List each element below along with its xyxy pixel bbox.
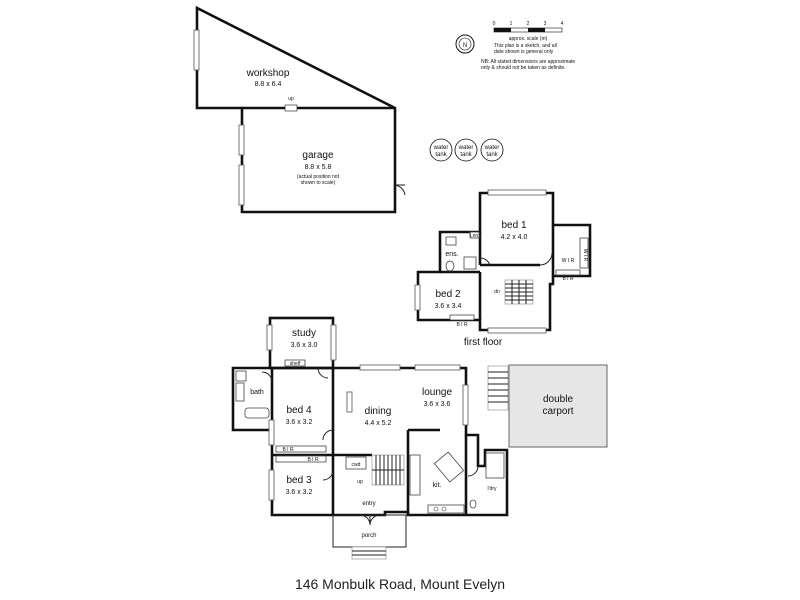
dining-dimensions: 4.4 x 5.2 [365,420,392,427]
garage-label: garage [302,150,334,161]
lounge-label: lounge [422,387,452,398]
ground-floor: shelf study 3.6 x 3.0 bath B I R B I R b… [231,316,509,560]
note-line-2: date shown is general only [494,49,554,55]
first-floor: dn Lnn ens. W I R W I R B I R B I R bed … [414,189,592,334]
bathtub-icon [244,407,270,419]
bed4-label: bed 4 [286,405,311,416]
bed3-dimensions: 3.6 x 3.2 [286,489,313,496]
bed2-dimensions: 3.6 x 3.4 [435,303,462,310]
water-tank: water tank [454,138,478,162]
scale-tick-2: 2 [527,21,530,27]
basin-icon [445,236,457,246]
toilet-icon [235,382,245,402]
first-floor-label: first floor [464,337,503,348]
scale-label: approx. scale (m) [509,36,548,42]
kitchen-label: kit. [433,482,442,489]
svg-text:tank: tank [486,152,498,158]
study-dimensions: 3.6 x 3.0 [291,342,318,349]
property-address: 146 Monbulk Road, Mount Evelyn [295,576,505,592]
svg-text:tank: tank [460,152,472,158]
laundry-label: l'dry [487,486,497,492]
scale-tick-0: 0 [493,21,496,27]
garage-dimensions: 8.8 x 5.8 [305,164,332,171]
wir-label: W I R [582,249,588,262]
shelf-label: shelf [290,361,301,367]
entry-label: entry [362,501,375,507]
bed2-bir-label: B I R [456,322,468,328]
scale-tick-3: 3 [544,21,547,27]
outbuilding: up workshop 8.8 x 6.4 garage 8.8 x 5.8 (… [193,5,406,214]
ground-floor-stairs [371,454,405,486]
water-tank: water tank [429,138,453,162]
workshop-up-label: up [288,96,294,102]
wir-label-2: W I R [562,258,575,264]
note-line-3: NB: All stated dimensions are approximat… [481,59,575,65]
north-label: N [463,43,467,49]
external-stairs [487,365,509,411]
scale-bar: 0 1 2 3 4 approx. scale (m) [493,21,564,42]
bath-label: bath [250,389,264,396]
scale-tick-4: 4 [561,21,564,27]
shower-icon [463,256,477,270]
carport-label-1: double [543,394,573,405]
bed4-dimensions: 3.6 x 3.2 [286,419,313,426]
dining-label: dining [365,406,392,417]
scale-tick-1: 1 [510,21,513,27]
first-floor-dn-label: dn [494,289,500,295]
double-carport: double carport [508,364,608,448]
cwd-label: cwd [352,462,361,468]
svg-text:water: water [458,145,474,151]
workshop-dimensions: 8.8 x 6.4 [255,81,282,88]
toilet-icon [445,260,455,272]
porch-label: porch [361,533,376,539]
bed3-label: bed 3 [286,475,311,486]
study-label: study [292,328,316,339]
workshop-label: workshop [246,68,290,79]
note-line-1: This plan is a sketch, and all [494,43,557,49]
basin-icon [235,370,247,382]
ensuite-label: ens. [445,251,458,258]
svg-text:water: water [484,145,500,151]
up-label: up [357,479,363,485]
first-floor-bir-label: B I R [562,276,574,282]
bed2-label: bed 2 [435,289,460,300]
lounge-dimensions: 3.6 x 3.6 [424,401,451,408]
bed1-label: bed 1 [501,220,526,231]
first-floor-stairs: dn [494,279,534,305]
svg-text:water: water [433,145,449,151]
garage-note-2: shown to scale) [301,180,336,186]
linen-label: Lnn [470,233,479,239]
svg-text:tank: tank [435,152,447,158]
water-tank: water tank [480,138,504,162]
bed4-bir-label: B I R [282,447,294,453]
plan-notes: This plan is a sketch, and all date show… [481,43,575,71]
bed3-bir-label: B I R [307,457,319,463]
garage-note-1: (actual position not [297,174,340,180]
compass-north-icon: N [455,34,475,54]
note-line-4: only & should not be taken as definite. [481,65,566,71]
carport-label-2: carport [542,406,573,417]
bed1-dimensions: 4.2 x 4.0 [501,234,528,241]
